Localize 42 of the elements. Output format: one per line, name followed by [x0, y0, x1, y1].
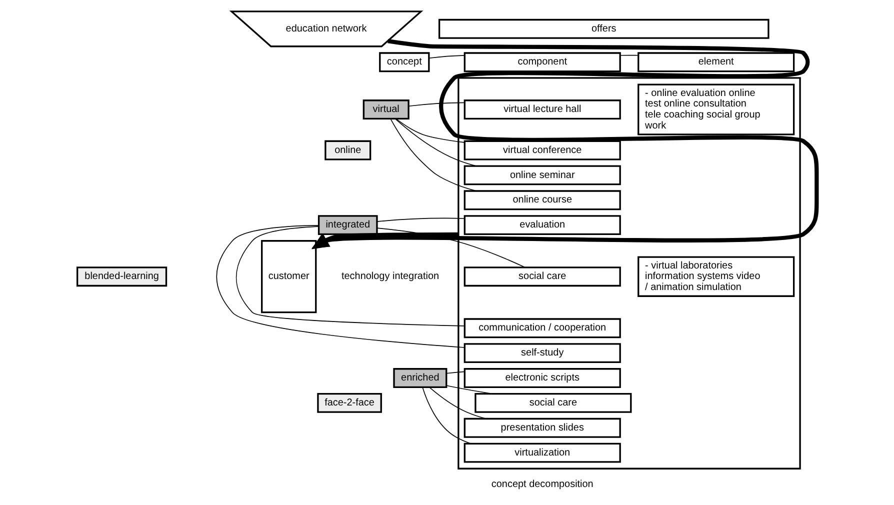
connector	[428, 55, 466, 59]
label: technology integration	[341, 271, 440, 282]
node-box: virtual	[362, 100, 410, 120]
connector	[446, 385, 493, 394]
node-box: evaluation	[464, 215, 621, 236]
connector	[376, 228, 526, 268]
node-box: concept	[379, 52, 430, 72]
node-box: blended-learning	[76, 266, 168, 287]
node-box: virtual lecture hall	[464, 100, 621, 120]
node-box: - virtual laboratories information systems video / animation simulation	[638, 256, 795, 297]
node-box: enriched	[393, 368, 448, 388]
node-box: face-2-face	[317, 392, 382, 413]
connector	[216, 225, 465, 348]
node-box: element	[638, 52, 795, 72]
node-box: online	[324, 140, 372, 160]
node-box: presentation slides	[464, 418, 621, 438]
connector	[620, 54, 639, 56]
node-box: virtualization	[464, 442, 621, 463]
connector	[429, 386, 487, 420]
cluster	[458, 77, 801, 470]
connector	[408, 102, 465, 107]
node-box: component	[464, 52, 621, 72]
node-box: customer	[261, 240, 317, 314]
node-box: offers	[438, 18, 770, 39]
connector	[422, 386, 472, 444]
connector	[236, 226, 465, 326]
node-box: virtual conference	[464, 140, 621, 160]
connector	[376, 218, 466, 222]
connector	[390, 118, 478, 192]
node-box: electronic scripts	[464, 368, 621, 388]
node-box: social care	[474, 392, 632, 413]
connector	[446, 371, 465, 374]
node-box: integrated	[318, 215, 378, 236]
node-box: online seminar	[464, 165, 621, 186]
node-box: communication / cooperation	[464, 318, 621, 338]
label: concept decomposition	[491, 478, 594, 490]
node-box: online course	[464, 190, 621, 210]
node-box: self-study	[464, 343, 621, 364]
connector	[394, 118, 477, 166]
node-box: social care	[464, 266, 621, 287]
connector	[396, 118, 465, 143]
node-box: - online evaluation online test online consultation tele coaching social group work	[638, 84, 795, 136]
